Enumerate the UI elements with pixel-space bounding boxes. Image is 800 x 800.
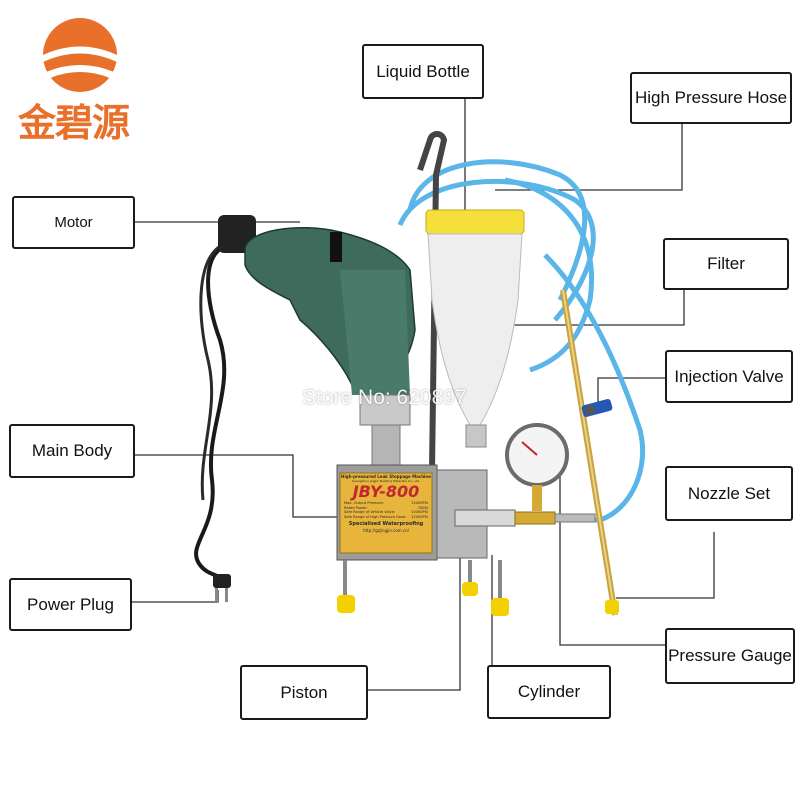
plate-spec-1: Max. Output Pressure: (344, 501, 384, 505)
plate-header-1: High-pressured Leak Stoppage Machine (341, 474, 431, 479)
power-cord (194, 243, 231, 586)
leader-nozzle-set (616, 532, 715, 599)
label-pressure-gauge: Pressure Gauge (665, 628, 795, 684)
label-main-body: Main Body (9, 424, 135, 478)
label-liquid-bottle: Liquid Bottle (362, 44, 484, 99)
label-power-plug: Power Plug (9, 578, 132, 631)
leader-pressure-gauge (559, 468, 665, 646)
nameplate (339, 472, 433, 554)
leg-caps (337, 582, 509, 616)
leader-piston (368, 520, 461, 691)
leader-power-plug (132, 590, 219, 603)
nozzle-tip (605, 600, 619, 614)
label-cylinder: Cylinder (487, 665, 611, 719)
label-filter: Filter (663, 238, 789, 290)
leader-high-pressure-hose (495, 124, 683, 191)
brand-logo-icon (43, 18, 117, 92)
plate-spec-4: Safe Range of High Pressure Hose: (344, 514, 407, 519)
plate-model: JBY-800 (352, 482, 420, 501)
store-watermark: Store No: 620897 (302, 386, 467, 409)
liquid-bottle-icon (425, 209, 525, 448)
plate-spec-3: Safe Range of Vehicle Valve: (344, 510, 396, 514)
leader-main-body (135, 454, 353, 518)
carry-handle (417, 131, 448, 471)
plate-header-2: Guangzhou Jingjin Building Materials Co.… (351, 479, 421, 483)
plate-footer-1: Specialised Waterproofing (348, 521, 424, 527)
injection-gun (560, 289, 618, 616)
label-high-pressure-hose: High Pressure Hose (630, 72, 792, 124)
label-piston: Piston (240, 665, 368, 720)
plate-spec-2: Rated Power: (344, 505, 368, 510)
plate-spec-1-value: 15000PSI (411, 501, 428, 505)
plate-spec-3-value: 10000PSI (411, 510, 428, 514)
plate-spec-4-value: 12000PSI (411, 514, 428, 519)
plate-footer-2: http://gzjingjin.com.cn/ (362, 528, 410, 533)
plate-spec-2-value: 700W (417, 505, 428, 510)
power-plug-icon (213, 574, 231, 602)
nameplate-text: High-pressured Leak Stoppage Machine Gua… (341, 474, 431, 552)
label-nozzle-set: Nozzle Set (665, 466, 793, 521)
piston-rod (454, 509, 516, 527)
leader-injection-valve (597, 377, 665, 408)
brand-name: 金碧源 (18, 101, 130, 145)
stand-legs (343, 560, 502, 600)
label-injection-valve: Injection Valve (665, 350, 793, 403)
label-motor: Motor (12, 196, 135, 249)
pressure-gauge-icon (505, 423, 569, 511)
